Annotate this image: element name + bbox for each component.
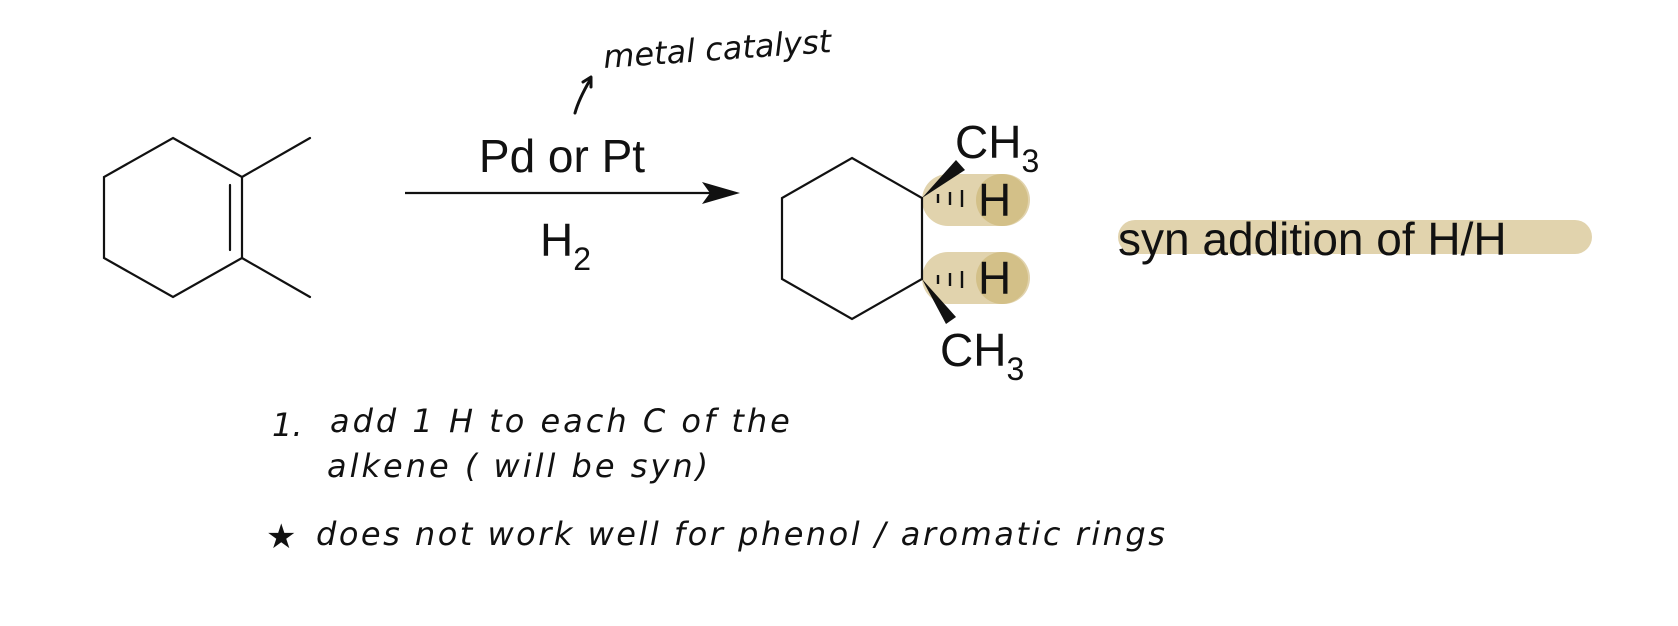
reactant-methyl-bottom	[240, 256, 312, 299]
reactant-methyl-top	[240, 136, 312, 179]
h-bottom-highlight-core	[976, 252, 1028, 304]
arrow-head	[702, 182, 740, 204]
product-h-top: H	[978, 174, 1011, 226]
syn-addition-label: syn addition of H/H	[1118, 213, 1507, 265]
catalyst-pointer-arrow	[573, 78, 592, 115]
reagent-catalyst-label: Pd or Pt	[479, 130, 645, 182]
star-icon: ★	[266, 517, 296, 557]
reaction-arrow	[405, 182, 740, 204]
product-molecule	[780, 156, 924, 321]
product-ch3-bottom: CH3	[940, 324, 1024, 387]
note-star-text: does not work well for phenol / aromatic…	[316, 515, 1167, 553]
note-step-number: 1.	[272, 406, 303, 444]
reagent-hydrogen-label: H2	[540, 214, 591, 277]
h-top-highlight-core	[976, 174, 1028, 226]
product-h-bottom: H	[978, 252, 1011, 304]
product-ch3-top: CH3	[955, 116, 1039, 179]
syn-label-highlight	[1118, 220, 1592, 254]
h-highlights	[922, 174, 1030, 304]
catalyst-pointer-arrowhead	[581, 75, 593, 89]
product-ring	[780, 156, 924, 321]
hash-bond-bottom	[936, 271, 964, 288]
note-step-line1: add 1 H to each C of the	[330, 402, 793, 440]
wedge-bond-top	[922, 160, 965, 198]
metal-catalyst-note: metal catalyst	[602, 22, 834, 76]
note-step-line2: alkene ( will be syn)	[327, 447, 711, 485]
reactant-molecule	[102, 136, 312, 299]
handwritten-notes: 1. add 1 H to each C of the alkene ( wil…	[266, 402, 1167, 557]
hash-bond-top	[936, 190, 964, 207]
reactant-ring	[102, 136, 244, 299]
wedge-bond-bottom	[922, 279, 956, 324]
